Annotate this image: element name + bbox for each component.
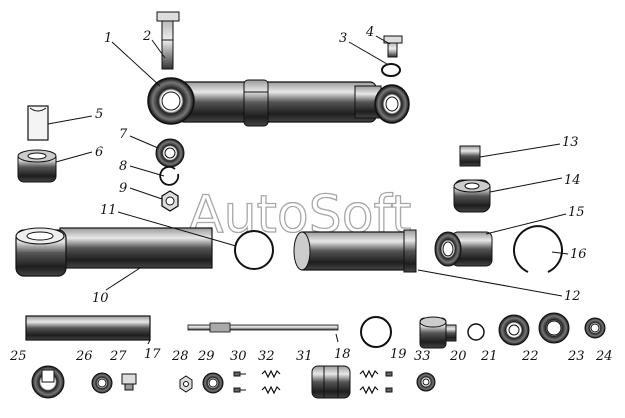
callout-14: 14: [564, 173, 581, 188]
callout-16: 16: [570, 247, 587, 262]
part-18-piston-rod: [187, 322, 339, 333]
callout-31: 31: [296, 349, 313, 364]
part-13-bushing: [459, 145, 481, 167]
callout-3: 3: [339, 31, 347, 46]
callout-5: 5: [95, 107, 103, 122]
part-24-seal: [584, 317, 606, 339]
callout-20: 20: [449, 349, 467, 364]
part-3-snap-ring: [381, 63, 401, 77]
callout-6: 6: [95, 145, 103, 160]
callout-4: 4: [365, 25, 374, 40]
callout-33: 33: [414, 349, 431, 364]
callout-11: 11: [100, 203, 117, 218]
part-33-seal: [416, 372, 436, 392]
part-31-piston: [311, 365, 351, 399]
part-2-bolt: [156, 11, 180, 70]
part-26-washer: [91, 372, 113, 394]
callout-29: 29: [197, 349, 215, 364]
part-7-bearing: [155, 138, 185, 168]
callout-19: 19: [390, 347, 407, 362]
callout-13: 13: [562, 135, 579, 150]
callout-15: 15: [568, 205, 585, 220]
callout-12: 12: [564, 289, 581, 304]
callout-labels: 1 2 3 4 5 6 7 8 9 10 11 12 13 14 15 16 1…: [9, 25, 613, 364]
part-20-valve-body: [419, 316, 457, 349]
callout-25: 25: [9, 349, 27, 364]
leader-lines: [47, 35, 569, 345]
part-23-gland: [538, 312, 570, 344]
part-30-valve-pins: [233, 371, 246, 393]
part-16-snap-ring: [513, 225, 563, 273]
part-32-springs: [261, 369, 281, 395]
callout-22: 22: [521, 349, 539, 364]
part-22-bearing: [498, 314, 530, 346]
callout-27: 27: [109, 349, 127, 364]
callout-8: 8: [119, 159, 127, 174]
part-5-bushing: [27, 105, 49, 141]
part-19-ring: [360, 316, 392, 348]
callout-1: 1: [104, 31, 112, 46]
callout-18: 18: [334, 347, 351, 362]
part-11-ring-seal: [234, 230, 274, 270]
callout-2: 2: [142, 29, 151, 44]
callout-24: 24: [595, 349, 613, 364]
part-14-rubber-grommet: [453, 179, 491, 213]
part-25-valve-assembly: [31, 365, 65, 399]
callout-26: 26: [75, 349, 93, 364]
part-21-washer: [467, 323, 485, 341]
callout-10: 10: [92, 291, 109, 306]
shock-absorber-assembly: [147, 77, 410, 127]
part-29-washer: [202, 372, 224, 394]
part-10-reservoir-tube: [15, 227, 213, 277]
callout-28: 28: [171, 349, 189, 364]
part-6-rubber-bushing: [17, 149, 57, 183]
callout-7: 7: [119, 127, 128, 142]
callout-32: 32: [258, 349, 275, 364]
part-18-springs-and-pins: [359, 369, 393, 395]
callout-17: 17: [144, 347, 161, 362]
part-8-retaining-ring: [159, 166, 180, 186]
callout-9: 9: [119, 181, 127, 196]
part-12-cylinder: [293, 229, 417, 273]
part-9-nut: [161, 190, 179, 212]
part-4-bolt: [383, 35, 403, 58]
callout-21: 21: [480, 349, 498, 364]
part-15-eye-bushing: [434, 231, 493, 267]
callout-30: 30: [230, 349, 247, 364]
part-27-plug: [121, 373, 137, 391]
callout-23: 23: [567, 349, 585, 364]
part-17-rod-cylinder: [25, 315, 151, 341]
part-28-nut: [179, 375, 193, 393]
